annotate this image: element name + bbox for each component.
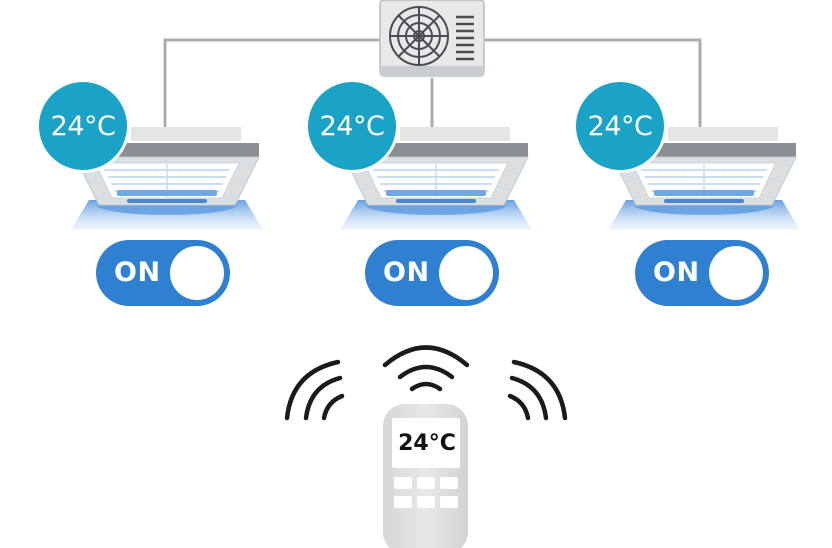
remote-buttons bbox=[394, 477, 458, 508]
toggle-knob bbox=[709, 246, 763, 300]
pipe-network bbox=[163, 38, 702, 130]
unit-1-temperature-badge: 24°C bbox=[36, 79, 130, 173]
ceiling-cassette-ac-icon bbox=[71, 127, 263, 230]
unit-2-power-toggle[interactable]: ON bbox=[365, 240, 499, 306]
unit-3-temperature-badge: 24°C bbox=[573, 79, 667, 173]
outdoor-unit-icon bbox=[379, 0, 485, 77]
toggle-label: ON bbox=[383, 257, 430, 288]
toggle-knob bbox=[170, 246, 224, 300]
toggle-label: ON bbox=[114, 257, 161, 288]
signal-wave-icon bbox=[284, 345, 568, 421]
toggle-knob bbox=[439, 246, 493, 300]
vent-grille bbox=[456, 15, 474, 61]
unit-2-temperature-badge: 24°C bbox=[305, 79, 399, 173]
fan-icon bbox=[389, 6, 449, 66]
toggle-label: ON bbox=[653, 257, 700, 288]
unit-3-power-toggle[interactable]: ON bbox=[635, 240, 769, 306]
unit-1-power-toggle[interactable]: ON bbox=[96, 240, 230, 306]
remote-control-icon bbox=[383, 404, 468, 548]
indoor-units bbox=[71, 127, 800, 230]
remote-display: 24°C bbox=[398, 431, 456, 456]
